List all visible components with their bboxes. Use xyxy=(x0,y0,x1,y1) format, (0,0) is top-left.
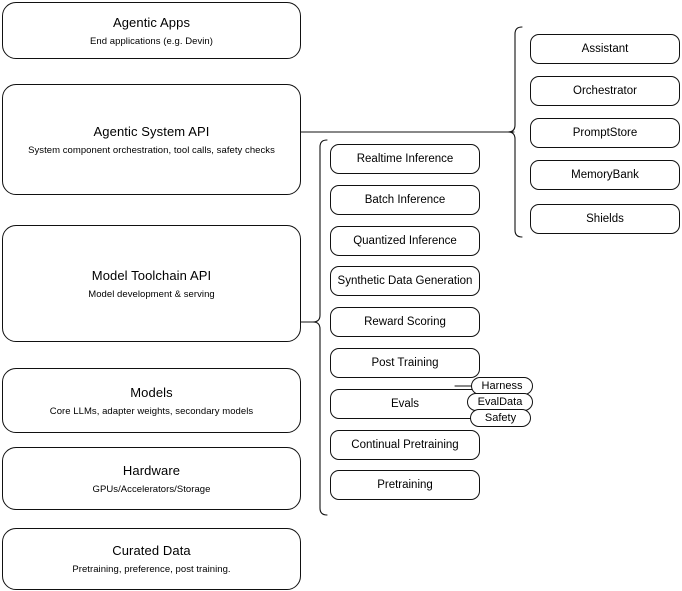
component-promptstore[interactable]: PromptStore xyxy=(530,118,680,148)
capability-batch-inference[interactable]: Batch Inference xyxy=(330,185,480,215)
component-assistant[interactable]: Assistant xyxy=(530,34,680,64)
layer-agentic-apps[interactable]: Agentic Apps End applications (e.g. Devi… xyxy=(2,2,301,59)
layer-title: Curated Data xyxy=(112,543,191,558)
layer-title: Agentic System API xyxy=(93,123,210,139)
eval-pill-label: Harness xyxy=(481,379,523,392)
component-label: Orchestrator xyxy=(573,85,637,97)
layer-title: Agentic Apps xyxy=(112,14,191,30)
component-memorybank[interactable]: MemoryBank xyxy=(530,160,680,190)
layer-subtitle: Model development & serving xyxy=(88,288,215,300)
capability-evals[interactable]: Evals xyxy=(330,389,480,419)
layer-hardware[interactable]: Hardware GPUs/Accelerators/Storage xyxy=(2,447,301,510)
capability-label: Synthetic Data Generation xyxy=(337,275,473,287)
middle-brace xyxy=(312,139,328,516)
capability-label: Post Training xyxy=(371,357,439,369)
component-orchestrator[interactable]: Orchestrator xyxy=(530,76,680,106)
layer-agentic-system-api[interactable]: Agentic System API System component orch… xyxy=(2,84,301,195)
capability-label: Quantized Inference xyxy=(353,235,457,247)
capability-label: Realtime Inference xyxy=(356,153,454,165)
layer-subtitle: System component orchestration, tool cal… xyxy=(28,144,275,156)
component-label: PromptStore xyxy=(572,127,638,139)
capability-label: Pretraining xyxy=(377,479,433,491)
right-brace xyxy=(507,26,523,238)
layer-models[interactable]: Models Core LLMs, adapter weights, secon… xyxy=(2,368,301,433)
layer-title: Hardware xyxy=(122,462,181,478)
capability-label: Evals xyxy=(390,398,420,410)
eval-pill-label: Safety xyxy=(484,411,517,424)
layer-title: Model Toolchain API xyxy=(91,267,212,283)
capability-realtime-inference[interactable]: Realtime Inference xyxy=(330,144,480,174)
capability-post-training[interactable]: Post Training xyxy=(330,348,480,378)
capability-continual-pretraining[interactable]: Continual Pretraining xyxy=(330,430,480,460)
component-label: Assistant xyxy=(581,43,629,55)
component-label: MemoryBank xyxy=(571,169,639,181)
component-shields[interactable]: Shields xyxy=(530,204,680,234)
layer-subtitle: Pretraining, preference, post training. xyxy=(72,564,231,575)
layer-subtitle: Core LLMs, adapter weights, secondary mo… xyxy=(49,405,254,417)
capability-label: Batch Inference xyxy=(364,194,446,206)
capability-quantized-inference[interactable]: Quantized Inference xyxy=(330,226,480,256)
capability-label: Reward Scoring xyxy=(364,316,446,328)
capability-label: Continual Pretraining xyxy=(351,439,459,451)
layer-curated-data[interactable]: Curated Data Pretraining, preference, po… xyxy=(2,528,301,590)
layer-subtitle: End applications (e.g. Devin) xyxy=(90,35,213,47)
eval-pill-label: EvalData xyxy=(477,395,523,408)
capability-pretraining[interactable]: Pretraining xyxy=(330,470,480,500)
capability-synthetic-data-generation[interactable]: Synthetic Data Generation xyxy=(330,266,480,296)
layer-title: Models xyxy=(130,384,173,400)
component-label: Shields xyxy=(586,213,624,225)
capability-reward-scoring[interactable]: Reward Scoring xyxy=(330,307,480,337)
layer-subtitle: GPUs/Accelerators/Storage xyxy=(92,483,211,495)
eval-pill-evaldata[interactable]: EvalData xyxy=(467,393,533,411)
layer-model-toolchain-api[interactable]: Model Toolchain API Model development & … xyxy=(2,225,301,342)
eval-pill-safety[interactable]: Safety xyxy=(470,409,531,427)
